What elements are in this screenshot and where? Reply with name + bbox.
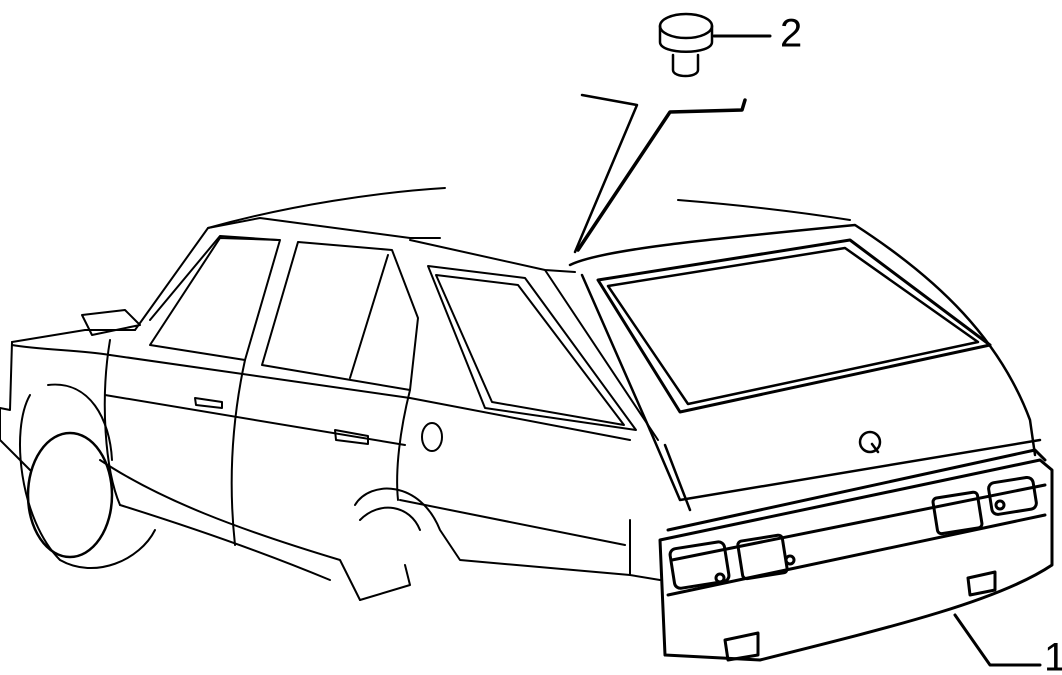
callout-label-1: 1 (1044, 636, 1062, 675)
clip-part-illustration (658, 12, 714, 78)
leader-lines (573, 34, 1042, 667)
callout-label-2: 2 (780, 12, 802, 56)
callout-1-leader (953, 613, 1042, 667)
rear-panel-illustration (658, 448, 1054, 662)
tailgate-illustration (568, 223, 1042, 512)
car-body-illustration (0, 187, 851, 601)
